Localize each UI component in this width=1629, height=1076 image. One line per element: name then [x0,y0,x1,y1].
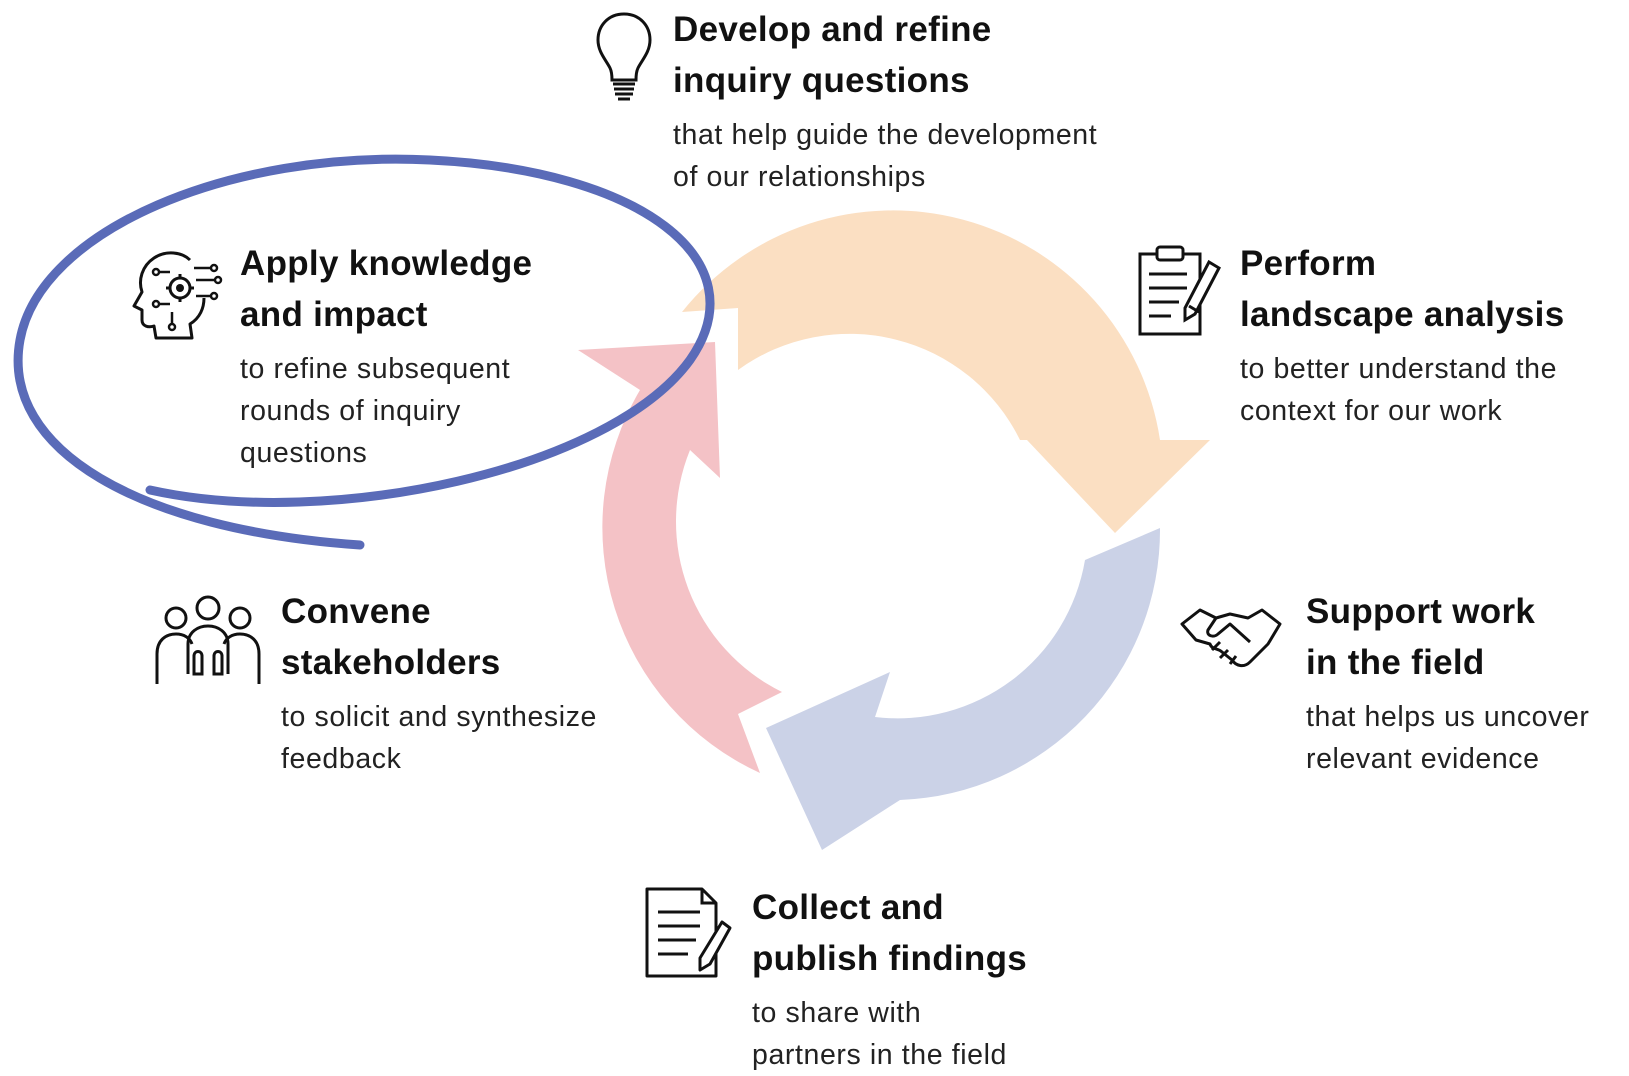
people-group-icon [154,594,262,686]
cycle-arrow-blue [766,528,1161,850]
step-description: to solicit and synthesize feedback [281,701,597,775]
step-title: Support work in the field [1306,592,1536,682]
step-description: to refine subsequent rounds of inquiry q… [240,353,511,469]
head-gears-icon [130,248,224,342]
step-title: Collect and publish findings [752,888,1028,978]
step-title: Develop and refine inquiry questions [673,10,992,100]
cycle-arrow-pink [578,342,782,773]
step-description: that helps us uncover relevant evidence [1306,701,1590,775]
highlight-loop [13,154,715,550]
step-title: Convene stakeholders [281,592,501,682]
step-title: Perform landscape analysis [1240,244,1565,334]
step-description: to share with partners in the field [752,997,1007,1071]
clipboard-pencil-icon [1137,244,1223,338]
step-description: that help guide the development of our r… [673,119,1098,193]
step-title: Apply knowledge and impact [240,244,533,334]
step-description: to better understand the context for our… [1240,353,1558,427]
lightbulb-icon [592,10,656,104]
cycle-arrow-orange [682,210,1210,533]
document-pencil-icon [644,886,732,980]
handshake-icon [1178,604,1284,674]
